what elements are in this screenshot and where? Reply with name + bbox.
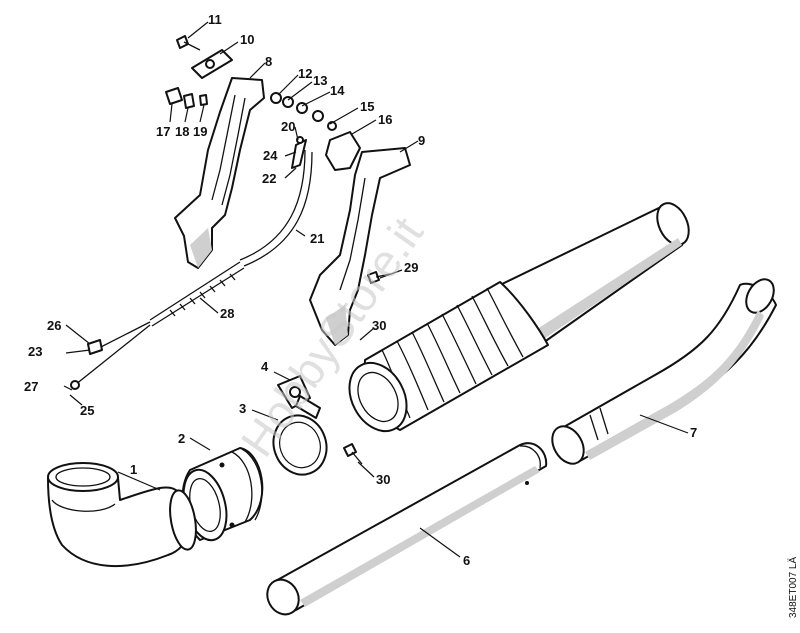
screw-29 [367,271,391,284]
callout-6: 6 [463,553,470,568]
callout-4: 4 [261,359,269,374]
part-4-clamp-fitting [277,375,321,419]
callout-11: 11 [208,12,222,27]
part-9-bracket [309,147,411,346]
callout-17: 17 [156,124,170,139]
bellows-tube-assembly [348,202,690,433]
callout-30-lower: 30 [376,472,390,487]
callout-29: 29 [404,260,418,275]
callout-12: 12 [298,66,312,81]
callout-24: 24 [263,148,278,163]
callout-10: 10 [240,32,254,47]
part-3-clamp-band [272,414,328,476]
callout-27: 27 [24,379,38,394]
callout-30-upper: 30 [372,318,386,333]
lever-parts-20-24 [291,136,307,169]
callout-18: 18 [175,124,189,139]
washer-stack-12-15 [270,92,337,131]
leader-lines [63,21,689,558]
callout-15: 15 [360,99,374,114]
drawing-code: 348ET007 LÄ [787,557,799,618]
callout-23: 23 [28,344,42,359]
callout-25: 25 [80,403,94,418]
callout-19: 19 [193,124,207,139]
callout-14: 14 [330,83,345,98]
part-8-handle-bracket [174,77,265,269]
callout-22: 22 [262,171,276,186]
part-1-elbow [47,462,197,568]
callout-1: 1 [130,462,137,477]
callout-8: 8 [265,54,272,69]
part-7-bent-tube [551,278,777,465]
screw-30-lower [343,443,363,465]
callout-7: 7 [690,425,697,440]
callout-9: 9 [418,133,425,148]
part-16-block [325,131,361,171]
fittings-17-19 [165,87,208,109]
callout-28: 28 [220,306,234,321]
part-11-screw [176,35,201,51]
callout-21: 21 [310,231,324,246]
callout-2: 2 [178,431,185,446]
callout-26: 26 [47,318,61,333]
callout-3: 3 [239,401,246,416]
callout-labels: 1 2 3 4 6 7 8 9 10 11 12 13 14 15 16 17 … [24,12,697,568]
part-10-plate [191,49,233,79]
callout-13: 13 [313,73,327,88]
callout-20: 20 [281,119,295,134]
part-6-straight-tube [266,442,548,616]
callout-16: 16 [378,112,392,127]
